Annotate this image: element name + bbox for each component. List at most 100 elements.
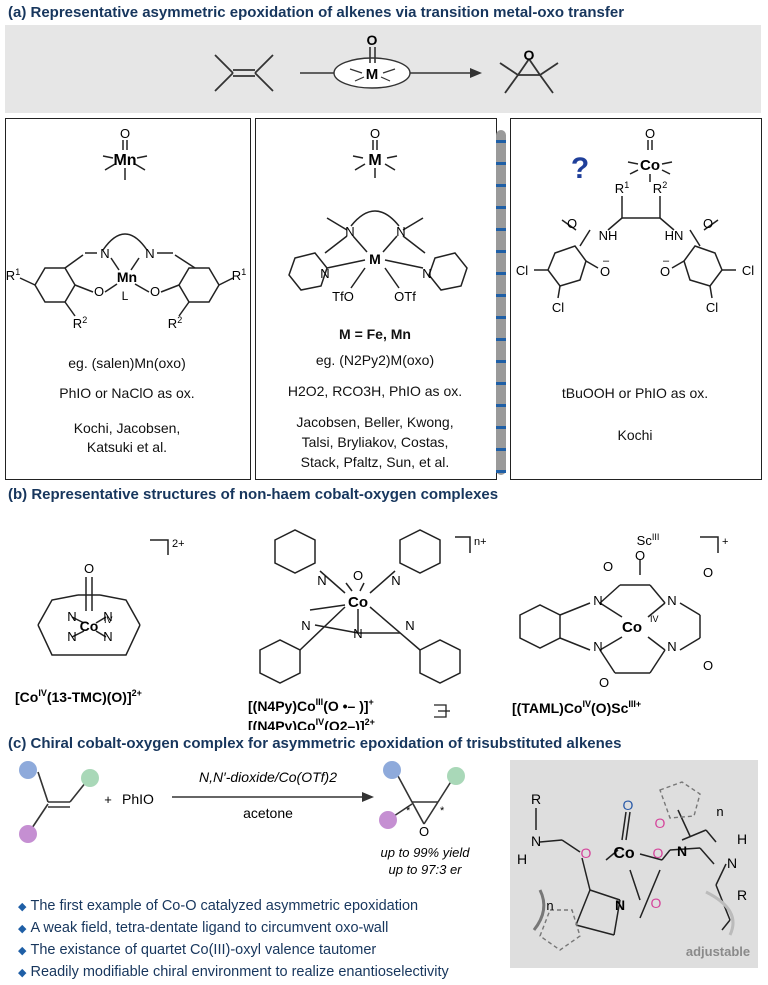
section-c-reaction: + PhIO N,N′-dioxide/Co(OTf)2 acetone O *… xyxy=(19,761,471,877)
svg-text:N: N xyxy=(531,833,541,849)
box-n2py2-m xyxy=(255,118,497,480)
box3-metal: Co xyxy=(640,157,660,174)
substituent-green xyxy=(81,769,99,787)
epoxide-structure xyxy=(499,58,559,94)
box3-metal-O: O xyxy=(645,126,655,141)
box3-authors: Kochi xyxy=(617,427,653,443)
taml-Sc: ScIII xyxy=(637,532,660,548)
svg-text:IV: IV xyxy=(650,614,659,624)
svg-text:n: n xyxy=(546,898,553,913)
diamond-bullet-icon: ◆ xyxy=(18,945,27,957)
co-complex-panel xyxy=(510,760,758,968)
n2py2-N2: N xyxy=(396,224,405,239)
box1-example: eg. (salen)Mn(oxo) xyxy=(68,355,186,371)
section-b-structures: N N N N Co IV O 2+ [CoIV(13-TMC)(O)]2+ N… xyxy=(15,529,728,730)
n4py-charge: n+ xyxy=(474,536,487,548)
svg-text:O: O xyxy=(581,845,592,861)
svg-text:N: N xyxy=(301,618,310,633)
co-complex-structure: R N H N H R N N Co O O O O O n n adjusta… xyxy=(517,781,750,959)
reagent-PhIO: PhIO xyxy=(122,791,154,807)
svg-text:N: N xyxy=(615,897,625,913)
oxo-O: O xyxy=(367,32,378,48)
svg-text:N: N xyxy=(317,573,326,588)
svg-text:N: N xyxy=(67,609,76,624)
svg-text:O: O xyxy=(84,561,94,576)
svg-text:O: O xyxy=(353,568,363,583)
taml-Co: Co xyxy=(622,619,642,636)
salen-R2-left: R xyxy=(73,316,82,331)
box1-authors-2: Katsuki et al. xyxy=(86,439,168,455)
svg-text:R2: R2 xyxy=(168,315,182,331)
list-item: ◆The existance of quartet Co(III)-oxyl v… xyxy=(18,942,377,958)
substituent-purple xyxy=(19,825,37,843)
svg-text:O: O xyxy=(567,216,577,231)
diamond-bullet-icon: ◆ xyxy=(18,967,27,979)
svg-text:O: O xyxy=(599,675,609,690)
yield-text: up to 99% yield xyxy=(381,845,471,860)
catalyst-label: N,N′-dioxide/Co(OTf)2 xyxy=(199,769,337,785)
salen-R2-right: R xyxy=(168,316,177,331)
box2-authors-1: Jacobsen, Beller, Kwong, xyxy=(296,414,454,430)
salen-Mn: Mn xyxy=(117,269,137,285)
svg-text:O: O xyxy=(419,824,429,839)
svg-text:Cl: Cl xyxy=(552,300,564,315)
svg-text:–: – xyxy=(663,255,670,267)
section-a-scheme: O M O xyxy=(214,32,559,94)
n4py-label-1: [(N4Py)CoIII(O •– )]+ xyxy=(248,697,374,714)
box1-authors-1: Kochi, Jacobsen, xyxy=(73,420,181,436)
svg-text:R2: R2 xyxy=(73,315,87,331)
svg-text:O: O xyxy=(653,845,664,861)
svg-text:+: + xyxy=(104,792,112,807)
svg-text:N: N xyxy=(667,639,676,654)
list-item: ◆A weak field, tetra-dentate ligand to c… xyxy=(18,920,389,936)
n2py2-M: M xyxy=(369,251,381,267)
salen-N1: N xyxy=(100,246,109,261)
salen-R1-left: R xyxy=(6,268,15,283)
svg-text:H: H xyxy=(737,831,747,847)
svg-text:Cl: Cl xyxy=(742,263,754,278)
n2py2-Npy1: N xyxy=(320,266,329,281)
svg-text:Cl: Cl xyxy=(706,300,718,315)
list-item: ◆Readily modifiable chiral environment t… xyxy=(18,964,449,980)
tmc-label: [CoIV(13-TMC)(O)]2+ xyxy=(15,688,142,705)
substituent-blue xyxy=(19,761,37,779)
svg-text:H: H xyxy=(517,851,527,867)
salen-mn-structure: Mn O N N Mn L O O R1 R1 R2 R2 xyxy=(6,126,246,331)
svg-text:n: n xyxy=(716,804,723,819)
box1-metal: Mn xyxy=(113,152,136,169)
svg-text:R1: R1 xyxy=(6,267,20,283)
svg-text:N: N xyxy=(353,626,362,641)
box2-metal: M xyxy=(368,152,381,169)
list-item: ◆The first example of Co-O catalyzed asy… xyxy=(18,898,419,914)
svg-text:R1: R1 xyxy=(232,267,246,283)
box2-oxidant: H2O2, RCO3H, PhIO as ox. xyxy=(287,383,463,399)
taml-charge: + xyxy=(722,536,728,548)
svg-text:*: * xyxy=(440,805,445,817)
svg-text:N: N xyxy=(67,629,76,644)
svg-text:R: R xyxy=(531,791,541,807)
tmc-Co: Co xyxy=(80,618,99,634)
svg-text:O: O xyxy=(660,264,670,279)
er-text: up to 97:3 er xyxy=(389,862,463,877)
diamond-bullet-icon: ◆ xyxy=(18,923,27,935)
panel-oxo-O: O xyxy=(623,797,634,813)
salen-O1: O xyxy=(94,284,104,299)
svg-text:*: * xyxy=(406,805,411,817)
n4py-label-2: [(N4Py)CoIV(O2–)]2+ xyxy=(248,717,375,730)
svg-text:N: N xyxy=(103,629,112,644)
svg-text:O: O xyxy=(655,815,666,831)
svg-text:O: O xyxy=(635,548,645,563)
n4py-Co: Co xyxy=(348,594,368,611)
co-ligand-structure: ? Co O R1 R2 NH HN O O O O – – Cl Cl Cl … xyxy=(516,126,754,315)
svg-text:O: O xyxy=(651,895,662,911)
diamond-bullet-icon: ◆ xyxy=(18,901,27,913)
svg-text:R2: R2 xyxy=(653,180,667,196)
box1-metal-O: O xyxy=(120,126,130,141)
box1-oxidant: PhIO or NaClO as ox. xyxy=(59,385,195,401)
salen-R1-right: R xyxy=(232,268,241,283)
metal-oxo-ellipse xyxy=(333,57,411,89)
ligand-NH: NH xyxy=(599,228,618,243)
salen-N2: N xyxy=(145,246,154,261)
svg-text:IV: IV xyxy=(104,615,113,625)
svg-text:O: O xyxy=(600,264,610,279)
